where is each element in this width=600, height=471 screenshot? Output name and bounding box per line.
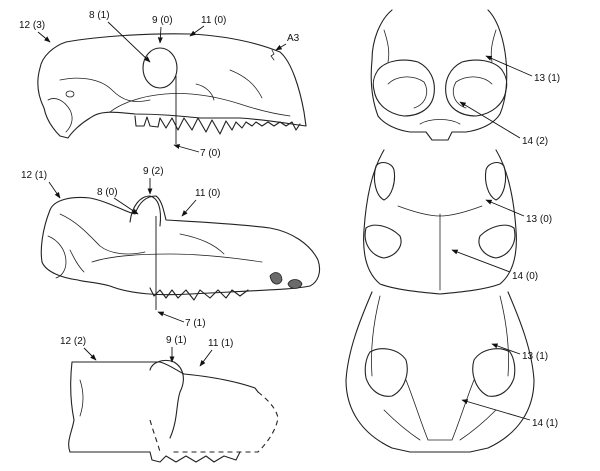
arrow-13-1-top xyxy=(485,55,533,77)
dorsal-mid-outline xyxy=(363,149,517,295)
medial-outline-bottom xyxy=(405,379,475,441)
left-orbit-inner-top xyxy=(387,76,428,109)
skull-bottom-outline xyxy=(68,361,259,453)
label-11-1: 11 (1) xyxy=(208,338,233,349)
label-14-1: 14 (1) xyxy=(532,418,558,429)
label-13-0: 13 (0) xyxy=(526,214,552,225)
label-12-1: 12 (1) xyxy=(21,170,47,181)
label-a3: A3 xyxy=(287,33,300,44)
arrow-8-0 xyxy=(113,197,139,215)
dark-patch-2 xyxy=(287,279,303,289)
orbit-bump-bottom xyxy=(149,359,184,439)
jugal-line-top xyxy=(47,98,73,133)
right-rostral-line-top xyxy=(490,29,497,63)
label-11-0-mid: 11 (0) xyxy=(195,188,220,199)
left-rostral-line-bottom xyxy=(371,295,381,377)
skull-lateral-bottom xyxy=(68,359,279,463)
arrow-11-0-mid xyxy=(181,199,197,217)
arrow-12-2 xyxy=(83,347,97,361)
left-arc-bottom xyxy=(383,409,421,441)
jugal-line-mid xyxy=(47,235,67,279)
teeth-row-bottom xyxy=(149,451,241,463)
label-8-0: 8 (0) xyxy=(97,187,118,198)
skull-dorsal-bottom xyxy=(345,291,535,453)
inner-line-mid xyxy=(69,249,85,273)
zygomatic-line-mid xyxy=(59,213,146,255)
arrow-14-2 xyxy=(459,101,521,139)
skull-dorsal-middle xyxy=(363,149,517,295)
maxilla-line-mid xyxy=(91,253,263,263)
zygomatic-line-top xyxy=(59,77,151,102)
right-rostral-line-bottom xyxy=(499,295,509,377)
arrow-14-0 xyxy=(451,249,511,273)
right-orbit-inner-top xyxy=(452,76,493,109)
maxilla-line-top xyxy=(109,93,291,117)
snout-line-mid xyxy=(179,233,225,255)
arrow-11-0 xyxy=(189,25,205,37)
label-7-0: 7 (0) xyxy=(200,148,221,159)
label-11-0: 11 (0) xyxy=(201,15,226,26)
right-zygoma-mid xyxy=(478,224,516,259)
left-nasal-mid xyxy=(373,161,396,201)
teeth-row-top xyxy=(134,115,301,135)
arrow-12-3 xyxy=(37,31,51,43)
internal-dashed-bottom xyxy=(149,419,161,453)
arrow-7-0 xyxy=(173,144,200,153)
skull-lateral-middle xyxy=(40,195,321,301)
label-9-1: 9 (1) xyxy=(166,335,187,346)
midline-top xyxy=(419,119,461,125)
arrow-13-1-bottom xyxy=(491,343,521,355)
arrow-9-0 xyxy=(157,26,163,44)
left-orbit-top xyxy=(372,59,435,117)
orbit-top xyxy=(142,47,178,89)
skull-top-outline xyxy=(37,33,307,139)
interorbital-line-mid xyxy=(397,205,483,217)
dorsal-bottom-outline xyxy=(345,291,535,453)
a3-notch xyxy=(270,49,275,61)
arrow-7-1 xyxy=(157,311,185,323)
dorsal-top-outline xyxy=(370,9,508,141)
label-14-2: 14 (2) xyxy=(522,136,548,147)
right-fenestra-bottom xyxy=(472,348,516,397)
left-rostral-line-top xyxy=(383,29,390,63)
arrow-13-0 xyxy=(485,199,525,217)
label-12-2: 12 (2) xyxy=(60,336,86,347)
label-13-1-top: 13 (1) xyxy=(534,73,560,84)
arrow-11-1 xyxy=(199,349,213,367)
inner-line-bottom xyxy=(79,379,84,417)
right-nasal-mid xyxy=(484,161,507,201)
foramen-top xyxy=(65,90,75,98)
right-orbit-top xyxy=(445,59,508,117)
label-14-0: 14 (0) xyxy=(512,271,538,282)
teeth-row-mid xyxy=(149,287,249,301)
label-12-3: 12 (3) xyxy=(19,20,45,31)
left-fenestra-bottom xyxy=(364,348,408,397)
infraorbital-line-top xyxy=(195,83,215,101)
arrow-a3 xyxy=(275,43,287,51)
arrow-8-1 xyxy=(107,21,151,63)
label-9-2: 9 (2) xyxy=(143,166,164,177)
rostrum-line-top xyxy=(229,69,263,99)
dark-patch-1 xyxy=(269,272,283,285)
label-8-1: 8 (1) xyxy=(89,10,110,21)
label-9-0: 9 (0) xyxy=(152,15,173,26)
arrow-14-1 xyxy=(461,399,531,421)
skull-dorsal-top xyxy=(370,9,508,141)
label-13-1-bottom: 13 (1) xyxy=(522,351,548,362)
label-7-1: 7 (1) xyxy=(185,318,206,329)
skull-lateral-top xyxy=(37,33,307,139)
arrow-12-1 xyxy=(48,181,61,199)
skull-bottom-dashed xyxy=(170,391,279,453)
right-arc-bottom xyxy=(459,409,497,441)
left-zygoma-mid xyxy=(364,224,402,259)
